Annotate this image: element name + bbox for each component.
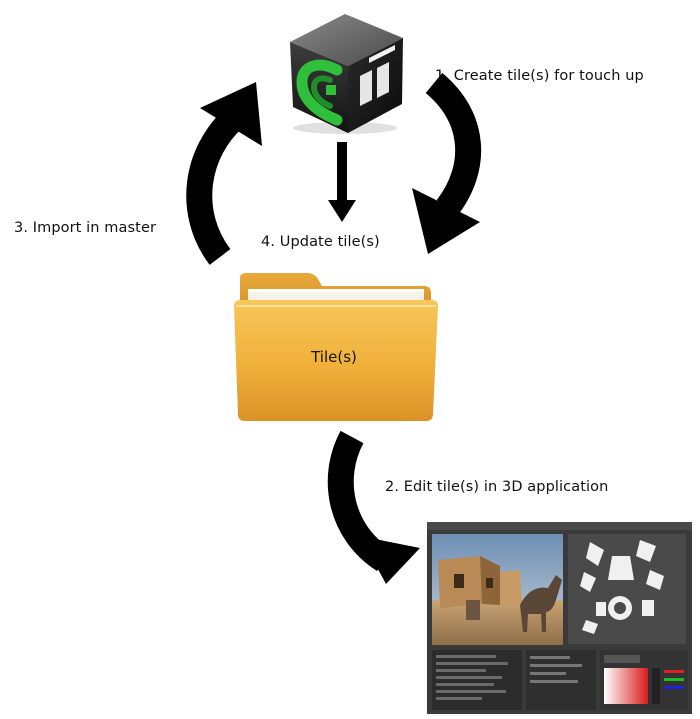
arrow-update-tiles-head [328, 200, 356, 222]
step-4-label: 4. Update tile(s) [261, 234, 380, 250]
arrow-import-master-head [200, 82, 262, 146]
folder-label: Tile(s) [311, 348, 357, 366]
arrow-create-tiles [425, 73, 482, 216]
arrow-import-master [186, 108, 244, 265]
arrow-create-tiles-head [412, 188, 480, 254]
arrow-edit-tiles-head [360, 536, 420, 584]
step-1-label: 1. Create tile(s) for touch up [435, 68, 644, 84]
arrow-update-tiles [337, 142, 347, 204]
step-3-label: 3. Import in master [14, 220, 157, 236]
step-2-label: 2. Edit tile(s) in 3D application [385, 479, 609, 495]
